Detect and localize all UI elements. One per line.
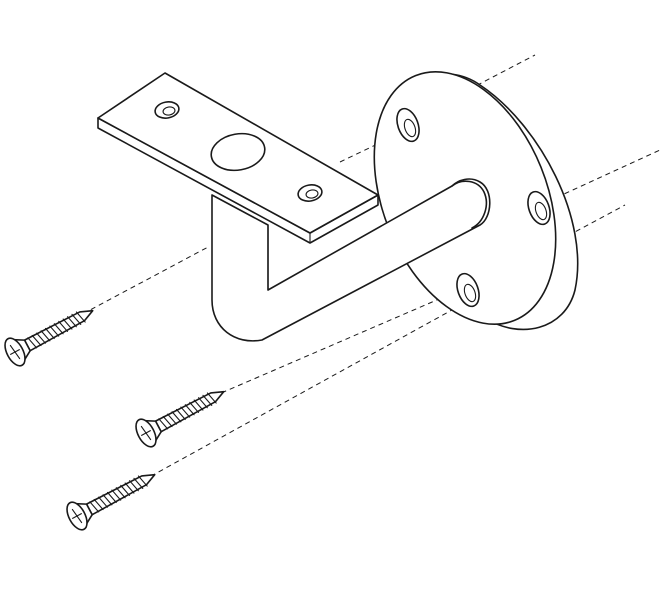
alignment-line-middle <box>204 289 461 401</box>
screws <box>4 309 225 531</box>
saddle-plate-hole-left <box>154 101 180 119</box>
saddle-plate-top <box>97 72 379 234</box>
cross-drive-icon <box>9 344 21 360</box>
alignment-line-bottom <box>134 299 471 486</box>
rosette-hole-right <box>527 190 551 226</box>
rosette-hole-top <box>396 107 420 143</box>
rail-saddle-plate <box>97 72 379 244</box>
screw-thread <box>158 392 217 430</box>
screw-thread <box>89 475 148 513</box>
alignment-line-top <box>74 245 211 319</box>
saddle-plate-hole-right <box>297 184 323 202</box>
screw-bottom <box>66 473 156 531</box>
alignment-line-top-far <box>444 54 536 103</box>
screw-top <box>4 309 94 367</box>
cross-drive-icon <box>140 425 152 441</box>
cross-drive-icon <box>71 508 83 524</box>
screw-middle <box>135 390 225 448</box>
saddle-plate-hole-center <box>210 132 266 172</box>
screw-thread <box>27 311 86 349</box>
bracket-arm-end-cap <box>451 180 488 229</box>
rosette-hole-bottom <box>456 272 480 308</box>
bracket-arm <box>211 178 491 342</box>
alignment-lines <box>74 54 660 486</box>
